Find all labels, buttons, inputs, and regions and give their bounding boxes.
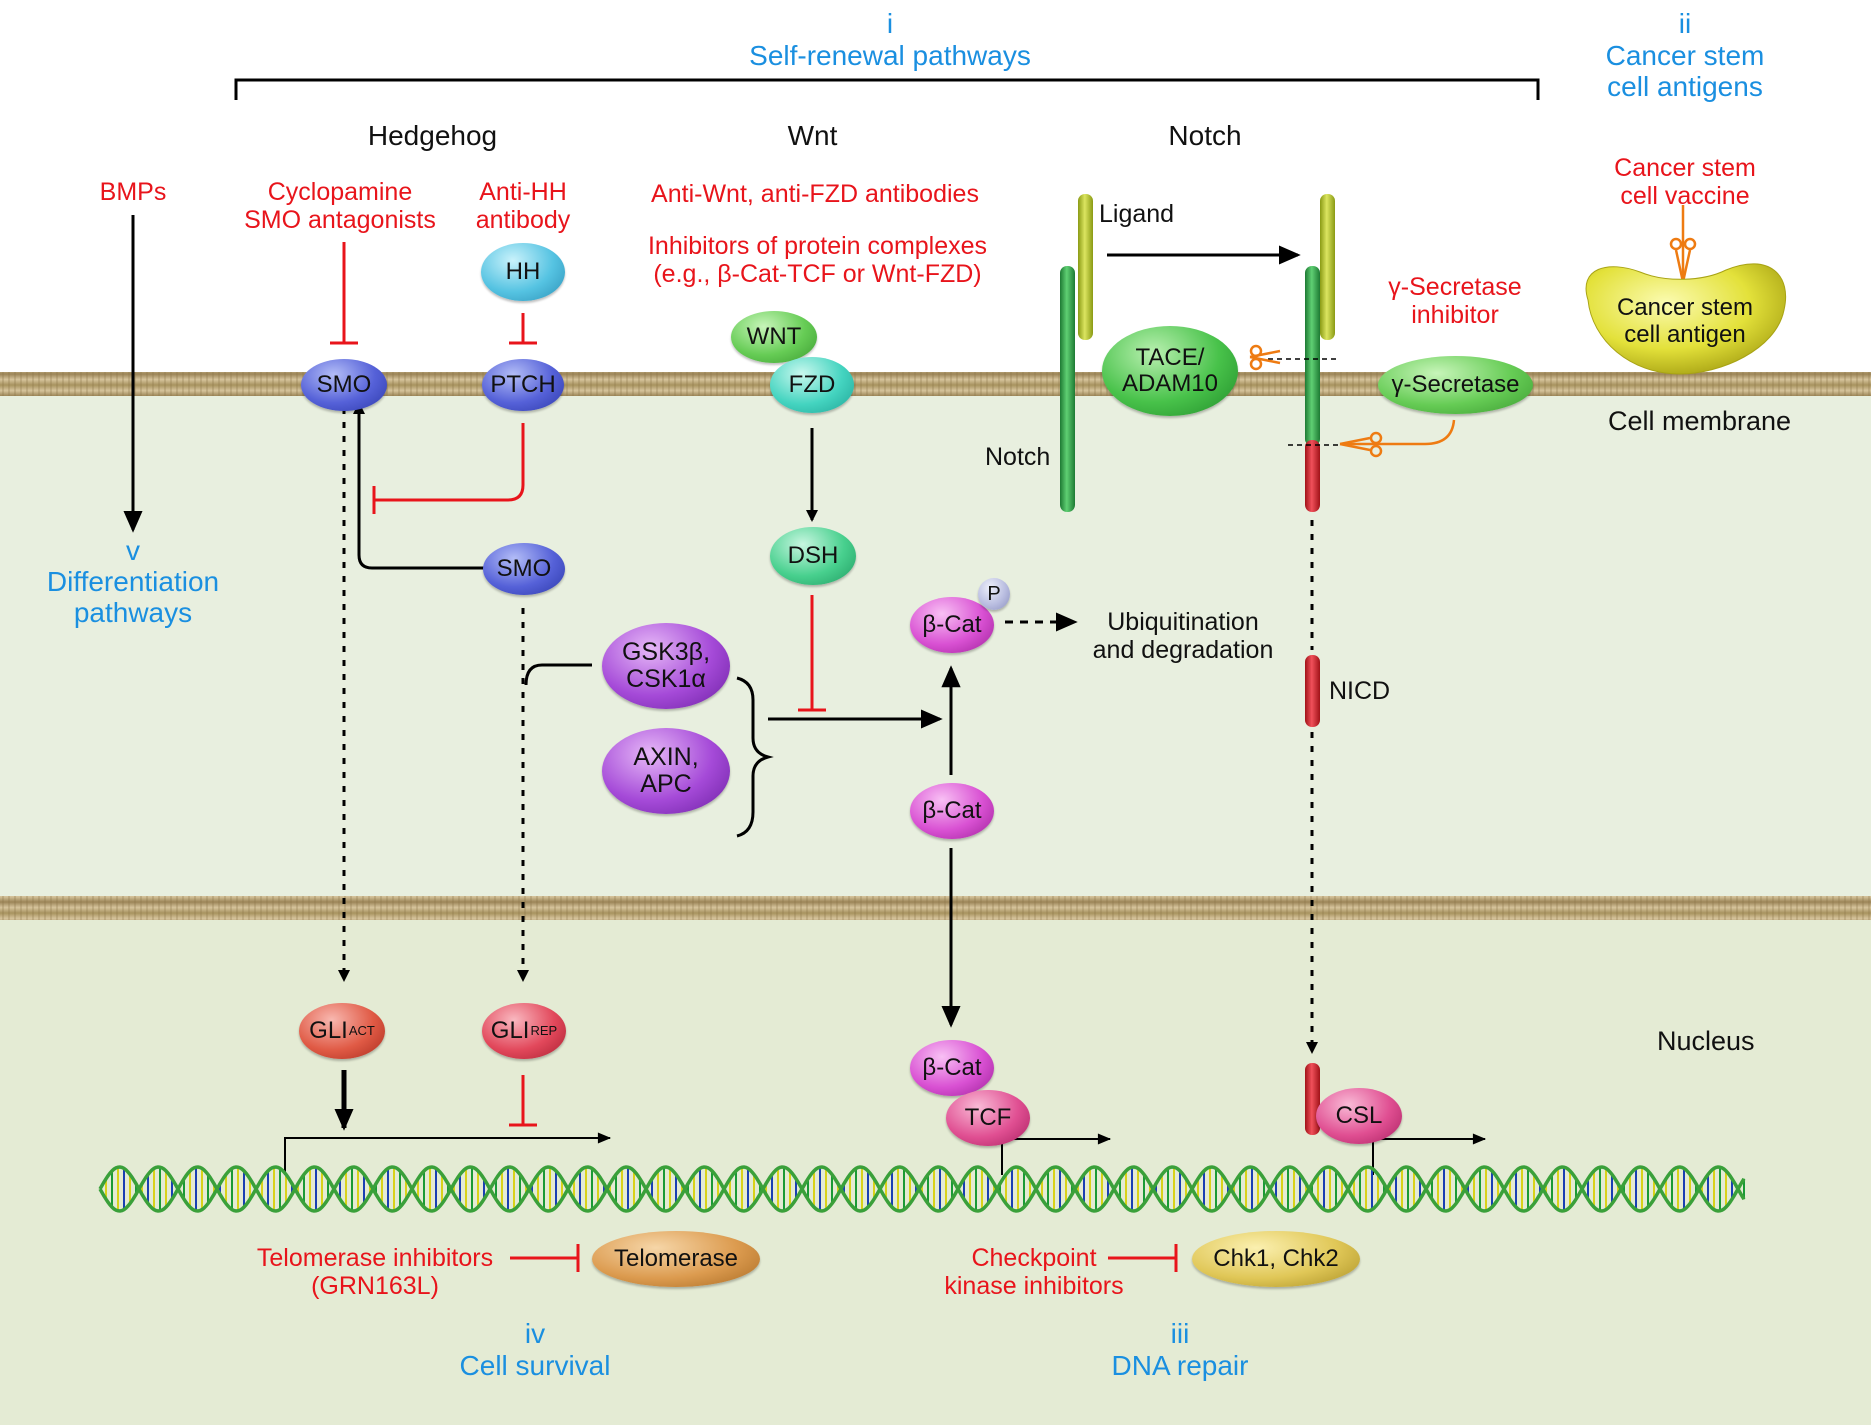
axin-apc-node: AXIN, APC bbox=[602, 728, 730, 814]
bound-ligand-bar bbox=[1320, 194, 1335, 340]
protein-complex-inhibitor-label: Inhibitors of protein complexes (e.g., β… bbox=[647, 232, 988, 288]
nucleus-label: Nucleus bbox=[1657, 1026, 1755, 1056]
phosphate-node: P bbox=[978, 578, 1010, 610]
bcat-cytoplasm-node: β-Cat bbox=[910, 783, 994, 839]
dsh-inhibition bbox=[798, 595, 826, 712]
notch-intracellular-bar bbox=[1305, 440, 1320, 512]
nuclear-membrane-band bbox=[0, 896, 1871, 920]
telomerase-node: Telomerase bbox=[592, 1231, 760, 1287]
vaccine-scissors-icon bbox=[1669, 237, 1697, 283]
notch-heading: Notch bbox=[1168, 120, 1242, 151]
cyclopamine-label: Cyclopamine SMO antagonists bbox=[244, 178, 436, 234]
checkpoint-inhibitor-label: Checkpoint kinase inhibitors bbox=[944, 1244, 1124, 1300]
cancer-stem-cell-antigen-shape bbox=[1585, 263, 1786, 375]
notch-receptor-label: Notch bbox=[985, 443, 1051, 471]
dna-helix bbox=[98, 1165, 1746, 1213]
csl-node: CSL bbox=[1316, 1088, 1402, 1144]
ubiquitination-label: Ubiquitination and degradation bbox=[1092, 608, 1274, 664]
smo-membrane-node: SMO bbox=[301, 359, 387, 411]
ptch-node: PTCH bbox=[482, 359, 564, 411]
hedgehog-heading: Hedgehog bbox=[367, 120, 498, 151]
section-iv-title: Cell survival bbox=[459, 1350, 611, 1381]
gamma-secretase-inhibitor-label: γ-Secretase inhibitor bbox=[1388, 273, 1522, 329]
cancer-stem-cell-vaccine-label: Cancer stem cell vaccine bbox=[1614, 154, 1756, 210]
smo-cytoplasm-node: SMO bbox=[483, 543, 565, 595]
cancer-stem-cell-antigen-label: Cancer stem cell antigen bbox=[1616, 294, 1754, 348]
notch-receptor-bar bbox=[1060, 266, 1075, 512]
fzd-node: FZD bbox=[770, 357, 854, 413]
section-iii-numeral: iii bbox=[1170, 1318, 1190, 1349]
section-v-title: Differentiation pathways bbox=[46, 566, 220, 629]
tace-scissors-icon bbox=[1249, 344, 1281, 371]
cleaved-notch-bar bbox=[1305, 266, 1320, 446]
bcat-nuclear-node: β-Cat bbox=[910, 1040, 994, 1096]
nicd-bar bbox=[1305, 655, 1320, 727]
chk1-chk2-node: Chk1, Chk2 bbox=[1192, 1231, 1360, 1287]
gamma-secretase-node: γ-Secretase bbox=[1378, 356, 1533, 414]
section-i-title: Self-renewal pathways bbox=[749, 40, 1031, 71]
nicd-label: NICD bbox=[1329, 677, 1391, 705]
self-renewal-bracket bbox=[234, 78, 1540, 100]
section-iv-numeral: iv bbox=[524, 1318, 546, 1349]
smo-recycle-arrow bbox=[353, 402, 484, 570]
dna-strand bbox=[98, 1165, 1746, 1213]
cell-membrane-label: Cell membrane bbox=[1608, 406, 1792, 436]
hh-node: HH bbox=[481, 243, 565, 301]
gamma-secretase-connector bbox=[1345, 419, 1456, 446]
anti-wnt-label: Anti-Wnt, anti-FZD antibodies bbox=[651, 180, 979, 208]
section-iii-title: DNA repair bbox=[1111, 1350, 1249, 1381]
gamma-scissors-icon bbox=[1339, 431, 1383, 458]
section-i-numeral: i bbox=[886, 8, 894, 39]
bcat-phospho-node: β-Cat bbox=[910, 597, 994, 653]
tcf-node: TCF bbox=[946, 1090, 1030, 1146]
ligand-bar bbox=[1078, 194, 1093, 340]
nucleoplasm bbox=[0, 902, 1871, 1425]
ligand-label: Ligand bbox=[1099, 200, 1175, 228]
tace-adam10-node: TACE/ ADAM10 bbox=[1102, 326, 1238, 416]
cell-membrane-band bbox=[0, 372, 1871, 396]
telomerase-inhibition bbox=[510, 1244, 580, 1272]
gsk3b-csk1a-node: GSK3β, CSK1α bbox=[602, 623, 730, 709]
destruction-complex-brace bbox=[736, 676, 774, 838]
wnt-node: WNT bbox=[731, 311, 817, 363]
telomerase-inhibitor-label: Telomerase inhibitors (GRN163L) bbox=[256, 1244, 494, 1300]
anti-hh-label: Anti-HH antibody bbox=[475, 178, 571, 234]
gli-rep-inhibition bbox=[509, 1075, 537, 1127]
section-ii-title: Cancer stem cell antigens bbox=[1605, 40, 1765, 103]
dsh-node: DSH bbox=[770, 527, 856, 585]
gsk-hedgehog-link bbox=[524, 663, 592, 686]
wnt-heading: Wnt bbox=[787, 120, 838, 151]
section-v-numeral: v bbox=[126, 535, 140, 566]
hedgehog-transcription-arrow bbox=[284, 1132, 612, 1175]
hedgehog-inhibitions bbox=[330, 242, 537, 514]
section-ii-numeral: ii bbox=[1678, 8, 1692, 39]
checkpoint-inhibition bbox=[1108, 1244, 1178, 1272]
bmps-label: BMPs bbox=[99, 178, 167, 206]
